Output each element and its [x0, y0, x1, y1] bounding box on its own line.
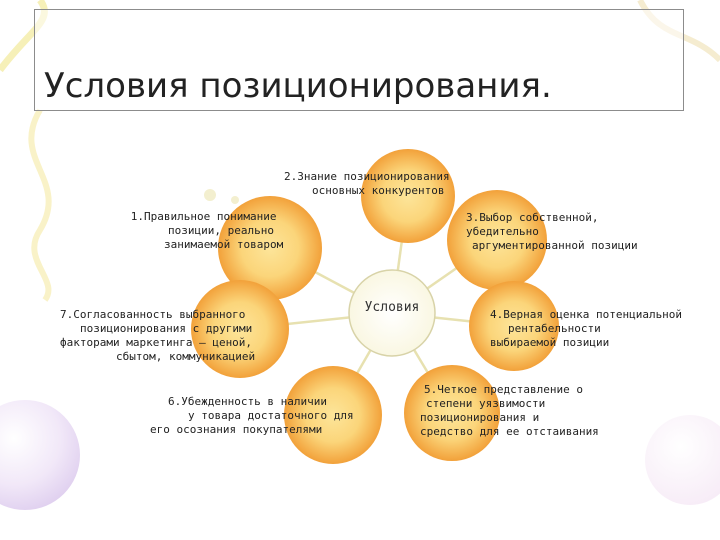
bubble-2	[231, 196, 239, 204]
item-7-line-3: факторами маркетинга – ценой,	[60, 336, 253, 349]
item-4-line-2: рентабельности	[508, 322, 601, 335]
item-1-line-2: позиции, реально	[168, 224, 274, 237]
item-6-line-2: у товара достаточного для	[188, 409, 354, 422]
center-circle	[348, 269, 436, 357]
item-5-line-4: средство для ее отстаивания	[420, 425, 599, 438]
item-2-line-2: основных конкурентов	[312, 184, 445, 197]
balloon-large	[0, 400, 80, 510]
item-2-circle	[361, 149, 455, 243]
slide-title: Условия позиционирования.	[44, 66, 552, 106]
item-6-line-3: его осознания покупателями	[150, 423, 323, 436]
item-1-line-1: 1.Правильное понимание	[130, 210, 277, 223]
item-5-line-1: 5.Четкое представление о	[424, 383, 583, 396]
item-4-text: 4.Верная оценка потенциальной рентабельн…	[490, 308, 682, 350]
center-label: Условия	[364, 300, 420, 315]
item-1-text: 1.Правильное понимание позиции, реально …	[124, 210, 283, 252]
item-6-circle	[284, 366, 382, 464]
swirl-left-mid	[28, 108, 52, 302]
item-7-line-2: позиционирования с другими	[80, 322, 253, 335]
item-6-line-1: 6.Убежденность в наличии	[168, 395, 327, 408]
item-2-text: 2.Знание позиционирования основных конку…	[284, 170, 450, 198]
item-3-line-3: аргументированной позиции	[472, 239, 638, 252]
item-5-text: 5.Четкое представление о степени уязвимо…	[420, 383, 599, 439]
item-5-circle	[404, 365, 500, 461]
item-6-text: 6.Убежденность в наличии у товара достат…	[150, 395, 354, 437]
item-1-circle	[218, 196, 322, 300]
balloon-small	[645, 415, 720, 505]
item-4-line-1: 4.Верная оценка потенциальной	[490, 308, 683, 321]
item-7-text: 7.Согласованность выбранного позициониро…	[60, 308, 255, 364]
item-5-line-2: степени уязвимости	[426, 397, 546, 410]
item-3-line-2: убедительно	[466, 225, 539, 238]
item-3-line-1: 3.Выбор собственной,	[466, 211, 599, 224]
petals	[191, 149, 559, 464]
item-3-circle	[447, 190, 547, 290]
item-2-line-1: 2.Знание позиционирования	[284, 170, 450, 183]
item-5-line-3: позиционирования и	[420, 411, 540, 424]
item-1-line-3: занимаемой товаром	[164, 238, 284, 251]
item-7-line-1: 7.Согласованность выбранного	[60, 308, 246, 321]
item-4-line-3: выбираемой позиции	[490, 336, 610, 349]
title-frame	[34, 9, 684, 111]
item-4-circle	[469, 281, 559, 371]
bubble-1	[204, 189, 216, 201]
item-3-text: 3.Выбор собственной, убедительно аргумен…	[466, 211, 638, 253]
item-7-line-4: сбытом, коммуникацией	[116, 350, 256, 363]
item-7-circle	[191, 280, 289, 378]
